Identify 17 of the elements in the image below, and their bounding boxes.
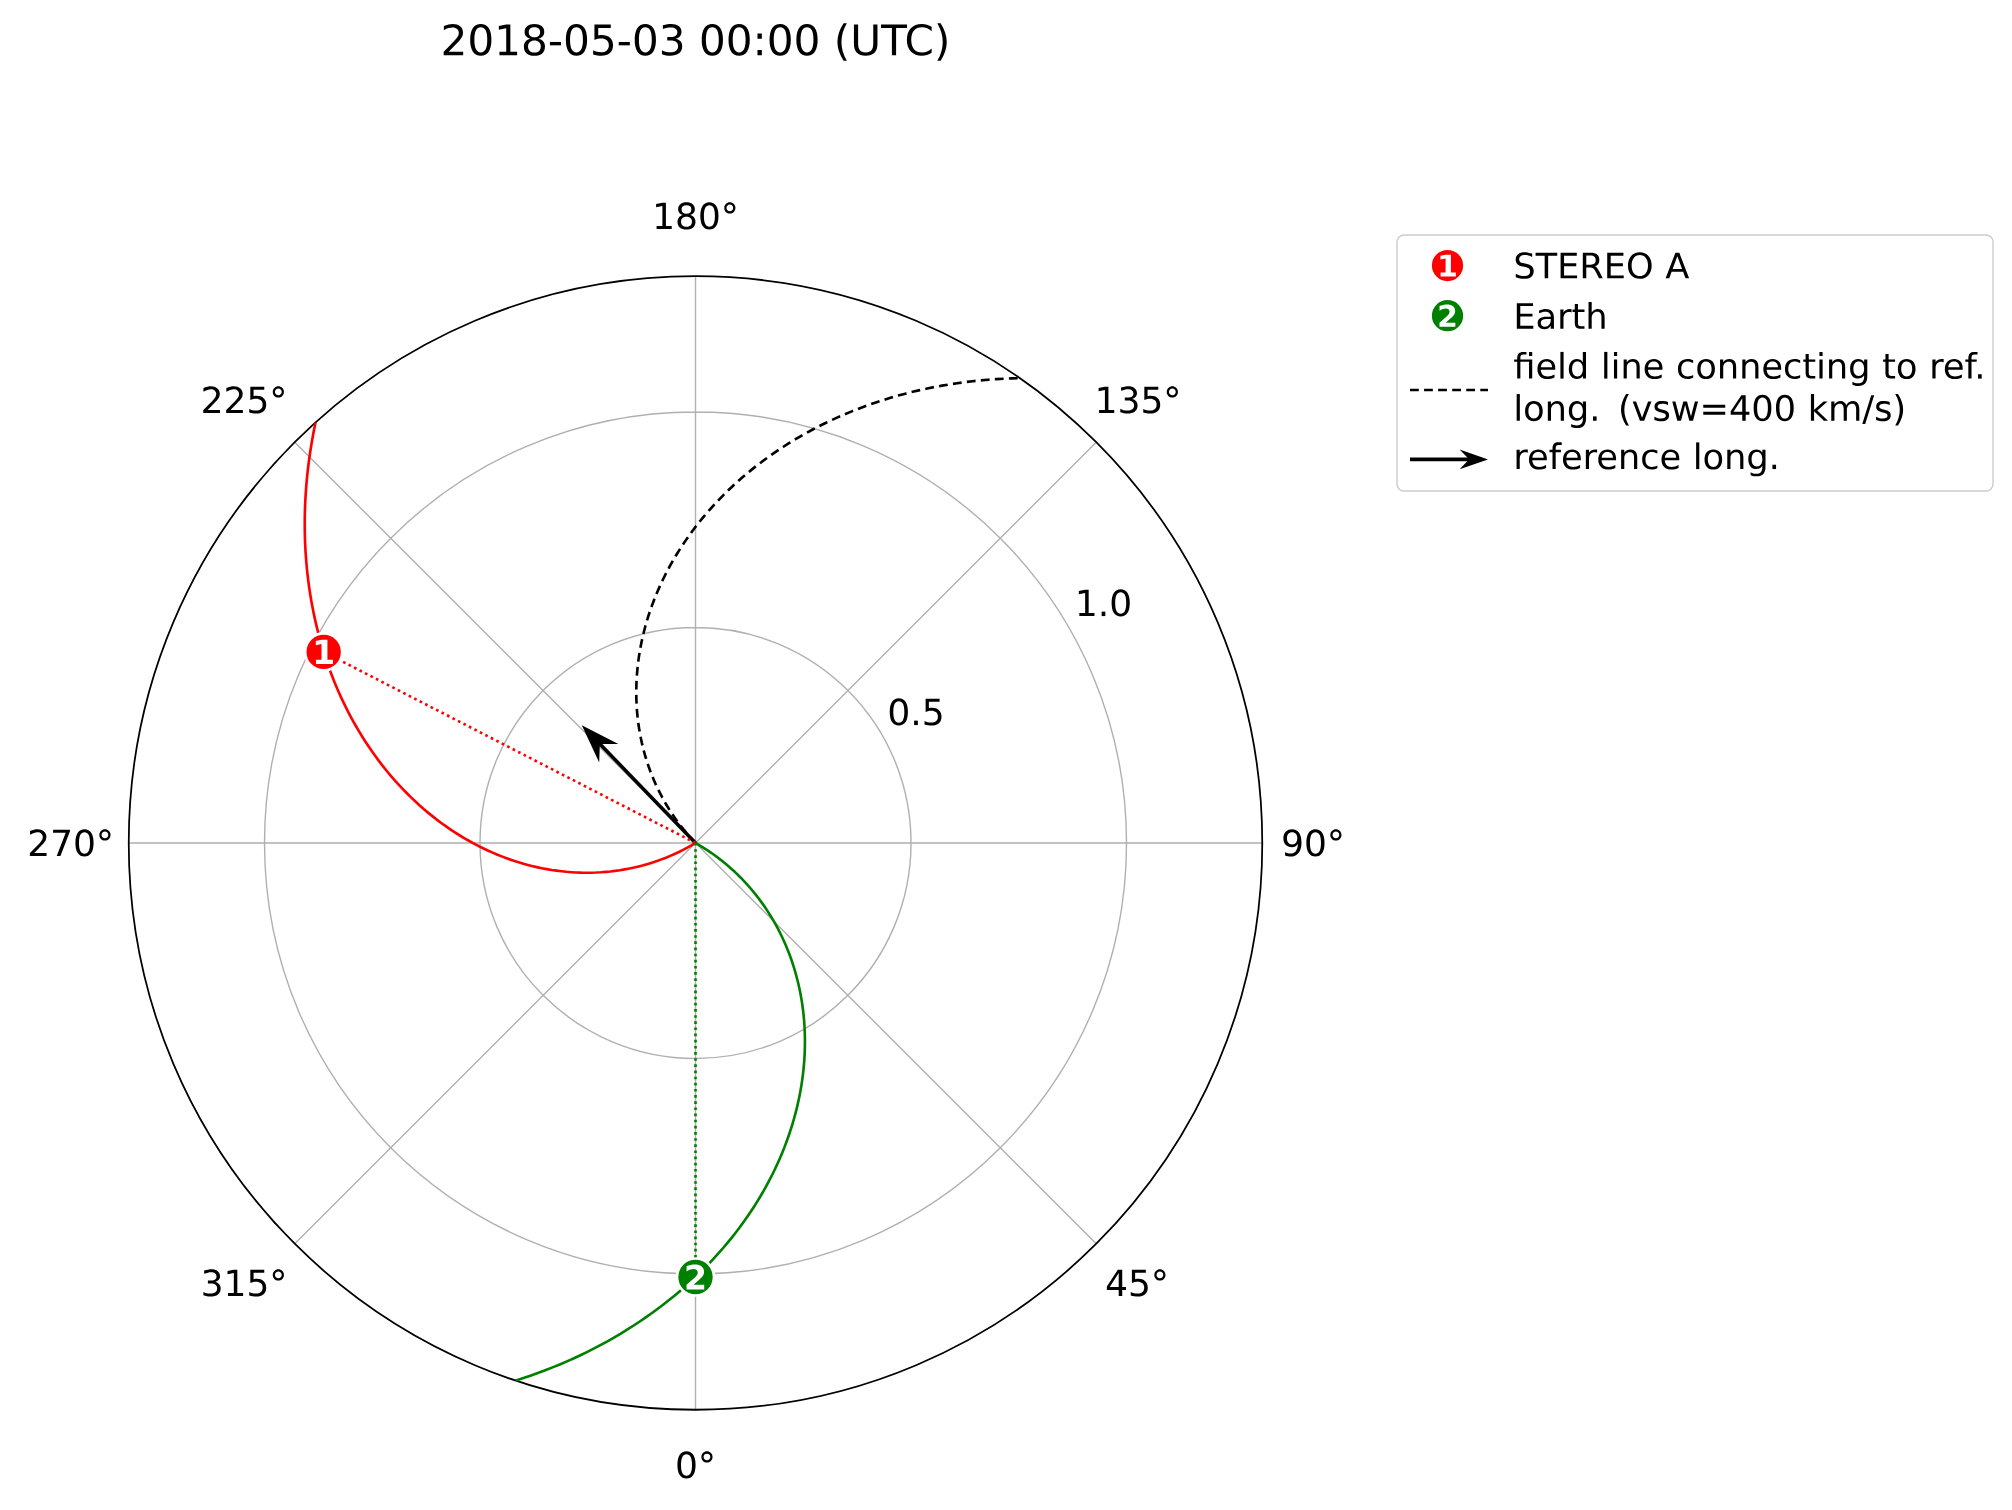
- angle-tick-label: 270°: [29, 829, 111, 857]
- angle-tick-label: 135°: [1098, 386, 1178, 414]
- legend-text: reference long.: [1516, 442, 1777, 477]
- angle-tick-label: 90°: [1283, 829, 1342, 857]
- angle-tick-label: 45°: [1106, 1269, 1166, 1297]
- legend-text: Earth: [1516, 302, 1605, 330]
- radial-tick-label: 0.5: [889, 698, 942, 726]
- angle-tick-label: 180°: [656, 202, 736, 230]
- connector-line: [694, 843, 697, 1258]
- angle-tick-label: 315°: [203, 1269, 284, 1297]
- legend-text: field line connecting to ref. long. (vsw=400 km/s): [1514, 351, 1982, 429]
- angle-tick-label: 225°: [203, 386, 284, 414]
- legend-text: STEREO A: [1515, 252, 1690, 279]
- connector-line: [340, 659, 697, 845]
- angle-tick-label: 0°: [677, 1451, 713, 1479]
- plot-title: 2018-05-03 00:00 (UTC): [443, 23, 947, 61]
- radial-tick-label: 1.0: [1078, 589, 1130, 617]
